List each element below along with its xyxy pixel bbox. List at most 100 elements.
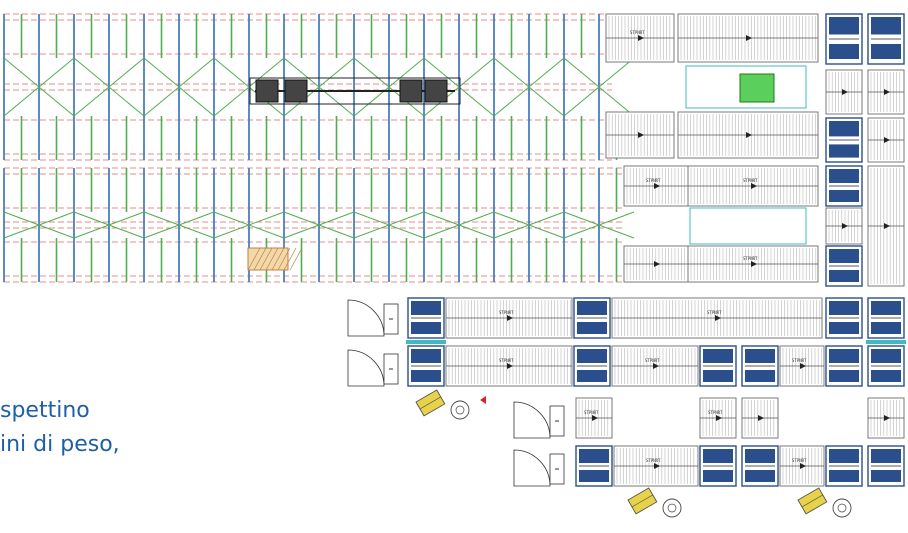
direction-arrow [800, 363, 806, 369]
station-top-band [829, 17, 859, 35]
station-bottom-band [745, 370, 775, 382]
conveyor-loop-10: STPNRT [613, 445, 699, 487]
cart [627, 487, 658, 515]
lane-right-1 [825, 69, 863, 115]
direction-arrow [653, 363, 659, 369]
cart-divider [419, 396, 441, 410]
conveyor-tag: STPNRT [646, 458, 661, 463]
station-loop-4 [867, 297, 905, 339]
direction-arrow [842, 89, 848, 95]
station-loop-12 [699, 445, 737, 487]
station-bottom-band [829, 370, 859, 382]
station-loop-3 [825, 297, 863, 339]
direction-arrow [654, 183, 660, 189]
station-loop-7 [699, 345, 737, 387]
door-2 [347, 349, 399, 387]
direction-arrow [800, 463, 806, 469]
brace-diagonal [143, 211, 215, 239]
conveyor-ur-7 [623, 245, 689, 283]
station-top-band [579, 449, 609, 463]
direction-arrow [884, 415, 890, 421]
cyan-connector [866, 340, 906, 344]
conveyor-ur-6: STPNRT [687, 165, 819, 207]
reserved-bay [247, 247, 303, 271]
station-bottom-band [871, 44, 901, 59]
crane-carriage [424, 79, 448, 103]
transfer-shuttle-upper [685, 65, 807, 109]
door-3 [513, 401, 565, 439]
conveyor-tag: STPNRT [708, 410, 723, 415]
station-bottom-band [411, 322, 441, 334]
station-bottom-band [829, 144, 859, 158]
station-bottom-band [579, 470, 609, 482]
conveyor-tag: STPNRT [646, 178, 661, 183]
station-top-band [829, 169, 859, 183]
cyan-connector [406, 340, 446, 344]
operator-head [662, 498, 682, 518]
station-right-4 [825, 165, 863, 207]
conveyor-ur-1: STPNRT [605, 13, 675, 63]
conveyor-ur-3 [605, 111, 675, 159]
brace-diagonal [493, 57, 565, 117]
rack-block-lower [3, 167, 635, 283]
direction-arrow [884, 89, 890, 95]
conveyor-tag: STPNRT [707, 310, 722, 315]
operator-1 [415, 389, 470, 420]
conveyor-tag: STPNRT [743, 178, 758, 183]
conveyor-loop-7: STPNRT [699, 397, 737, 439]
station-bottom-band [829, 190, 859, 202]
door-swing [513, 449, 551, 487]
conveyor-tag: STPNRT [645, 358, 660, 363]
hatch-line [289, 247, 303, 271]
shuttle-frame [689, 207, 807, 245]
conveyor-ur-8: STPNRT [687, 245, 819, 283]
direction-arrow [842, 223, 848, 229]
station-right-2 [867, 13, 905, 65]
station-loop-15 [867, 445, 905, 487]
cart-divider [631, 494, 653, 508]
conveyor-ur-4 [677, 111, 819, 159]
station-bottom-band [703, 370, 733, 382]
conveyor-ur-2 [677, 13, 819, 63]
brace-diagonal [73, 57, 145, 117]
operator-head [832, 498, 852, 518]
reserved-bay-box [247, 247, 289, 271]
brace-diagonal [493, 211, 565, 239]
operator-head [450, 400, 470, 420]
station-top-band [411, 349, 441, 363]
conveyor-loop-2: STPNRT [611, 297, 823, 339]
station-bottom-band [829, 270, 859, 282]
operator-detail [667, 503, 677, 513]
station-bottom-band [745, 470, 775, 482]
station-bottom-band [703, 470, 733, 482]
transfer-shuttle-lower [689, 207, 807, 245]
lane-right-5 [825, 207, 863, 245]
station-bottom-band [411, 370, 441, 382]
station-top-band [829, 301, 859, 315]
door-swing [347, 299, 385, 337]
station-bottom-band [871, 470, 901, 482]
station-right-5 [825, 245, 863, 287]
brace-diagonal [353, 211, 425, 239]
brace-diagonal [3, 211, 75, 239]
direction-arrow [715, 315, 721, 321]
door-swing [347, 349, 385, 387]
station-right-3 [825, 117, 863, 163]
hatch-line [283, 247, 297, 271]
station-loop-11 [575, 445, 613, 487]
conveyor-tag: STPNRT [499, 310, 514, 315]
station-top-band [871, 301, 901, 315]
direction-arrow [654, 463, 660, 469]
station-bottom-band [829, 322, 859, 334]
crane-carriage [399, 79, 423, 103]
station-top-band [829, 249, 859, 263]
station-loop-13 [741, 445, 779, 487]
direction-arrow [654, 261, 660, 267]
direction-arrow [758, 415, 764, 421]
direction-arrow [507, 363, 513, 369]
station-loop-10 [867, 345, 905, 387]
conveyor-loop-8 [741, 397, 779, 439]
brace-diagonal [213, 211, 285, 239]
station-top-band [829, 349, 859, 363]
